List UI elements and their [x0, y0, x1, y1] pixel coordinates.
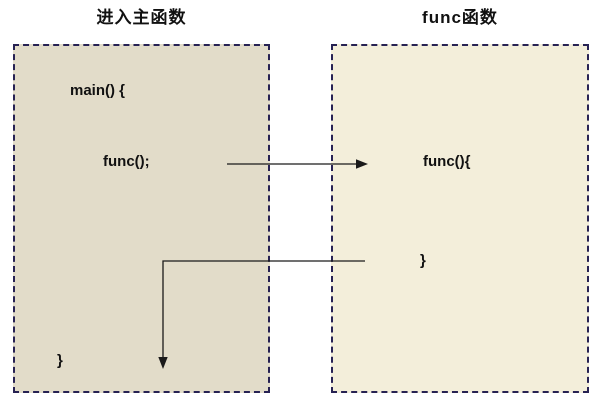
left-box-title: 进入主函数 — [96, 8, 187, 27]
func-definition-line: func(){ — [423, 153, 471, 170]
func-call-statement: func(); — [103, 153, 150, 170]
main-function-box — [13, 44, 270, 393]
func-function-box — [331, 44, 589, 393]
main-close-brace: } — [57, 352, 63, 369]
right-box-title: func函数 — [422, 8, 498, 27]
main-open-brace-line: main() { — [70, 82, 126, 99]
func-close-brace: } — [420, 252, 426, 269]
